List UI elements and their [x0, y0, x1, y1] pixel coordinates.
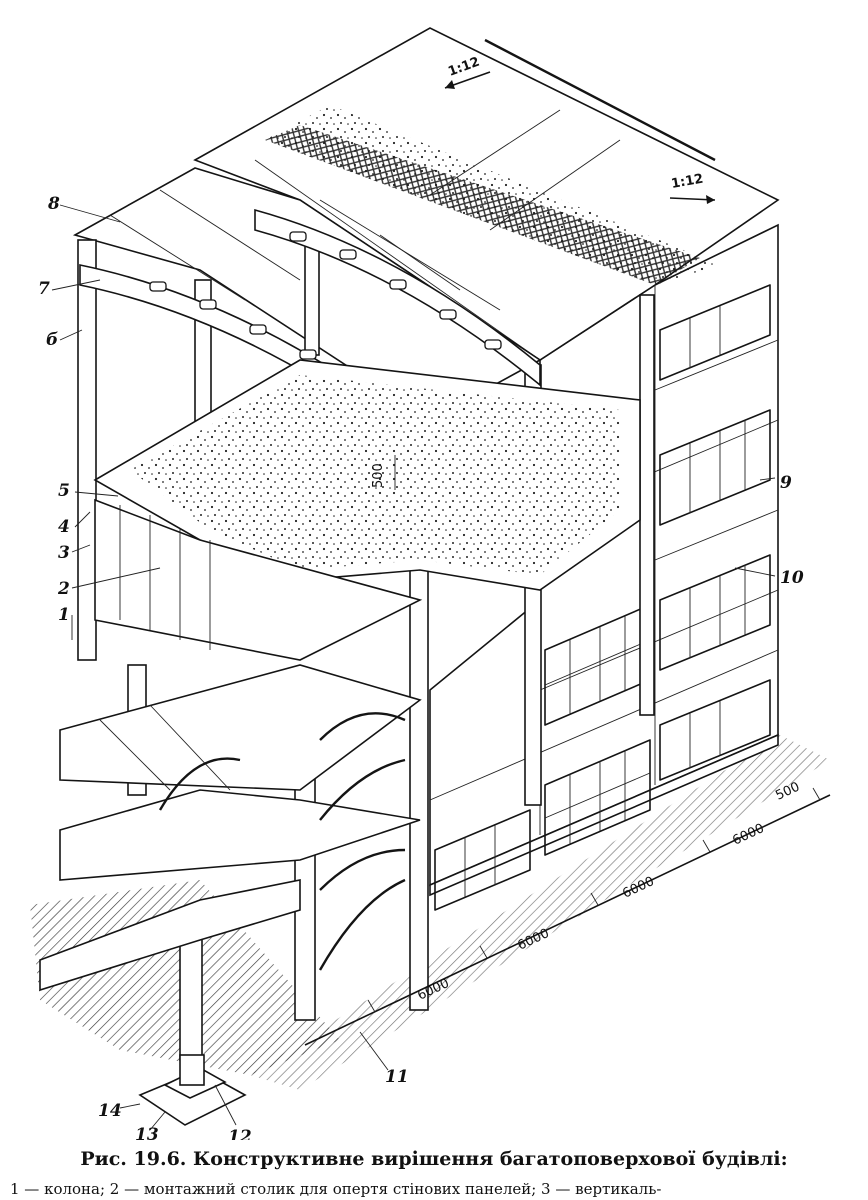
callout-11: 11: [385, 1067, 409, 1087]
callout-13: 13: [135, 1125, 159, 1140]
foundation: [138, 1054, 247, 1126]
roof-beam: [79, 208, 541, 452]
callout-7: 7: [38, 279, 50, 299]
callout-1: 1: [58, 605, 70, 625]
leader-lines: [51, 204, 776, 1131]
building-structure-drawing: 6000 6000 6000 6000 500 500 1:12 1:12 1 …: [30, 27, 831, 1140]
figure-caption-legend: 1 — колона; 2 — монтажний столик для опе…: [10, 1180, 662, 1198]
callout-10: 10: [780, 568, 804, 588]
callout-3: 3: [58, 543, 70, 563]
facade-windows: [434, 284, 771, 911]
dimension-gap: 500: [371, 463, 386, 488]
slope-right: 1:12: [670, 172, 704, 192]
callout-9: 9: [780, 473, 792, 493]
callout-14: 14: [98, 1101, 122, 1121]
dimension-bay-4: 6000: [730, 821, 766, 849]
facade-wall: [429, 223, 779, 897]
callout-4: 4: [58, 517, 70, 537]
floor-slab: [93, 359, 641, 591]
callout-12: 12: [228, 1127, 252, 1140]
callout-2: 2: [57, 579, 70, 599]
callout-5: 5: [58, 481, 70, 501]
floor-slabs-lower: [39, 498, 423, 992]
dimension-lines: [304, 455, 831, 1046]
figure-caption-title: Рис. 19.6. Конструктивне вирішення багат…: [80, 1148, 788, 1170]
roof-slab: [193, 27, 780, 361]
callout-8: 8: [47, 194, 60, 214]
callout-6: б: [46, 330, 58, 350]
cross-braces: [158, 712, 406, 971]
